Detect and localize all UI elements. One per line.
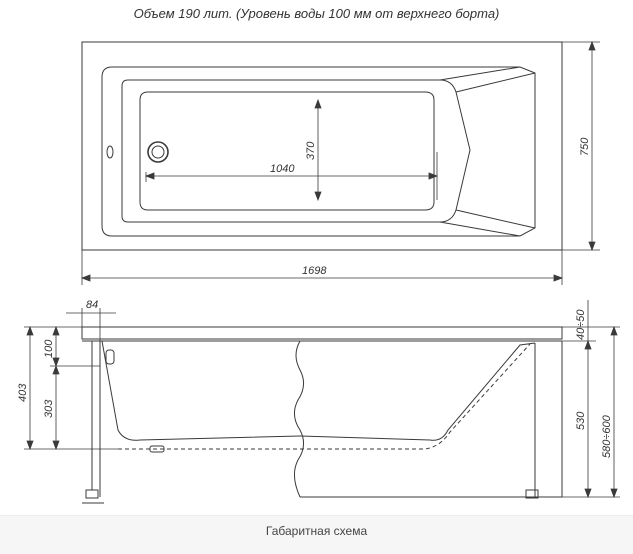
- dim-water-depth: 100: [43, 339, 55, 358]
- dim-rim-thickness: 40÷50: [575, 309, 587, 340]
- dim-body-height: 530: [575, 411, 587, 430]
- top-view-outline: [81, 41, 563, 251]
- side-view-dimension-lines: [24, 300, 620, 499]
- dim-leg-height: 580÷600: [601, 414, 613, 458]
- top-view-dimension-lines: [80, 40, 600, 285]
- caption-bar: [0, 515, 633, 554]
- dim-total-depth: 403: [17, 383, 29, 402]
- dim-inner-length: 1040: [270, 163, 295, 175]
- drawing-title: Объем 190 лит. (Уровень воды 100 мм от в…: [133, 6, 500, 21]
- dim-inner-width: 370: [305, 141, 317, 160]
- dim-rim-offset: 84: [86, 299, 98, 311]
- dim-overall-length: 1698: [302, 265, 327, 277]
- side-view-outline: [81, 326, 563, 504]
- dim-overall-width: 750: [579, 137, 591, 156]
- dim-inner-depth: 303: [43, 399, 55, 418]
- drawing-caption: Габаритная схема: [265, 524, 368, 538]
